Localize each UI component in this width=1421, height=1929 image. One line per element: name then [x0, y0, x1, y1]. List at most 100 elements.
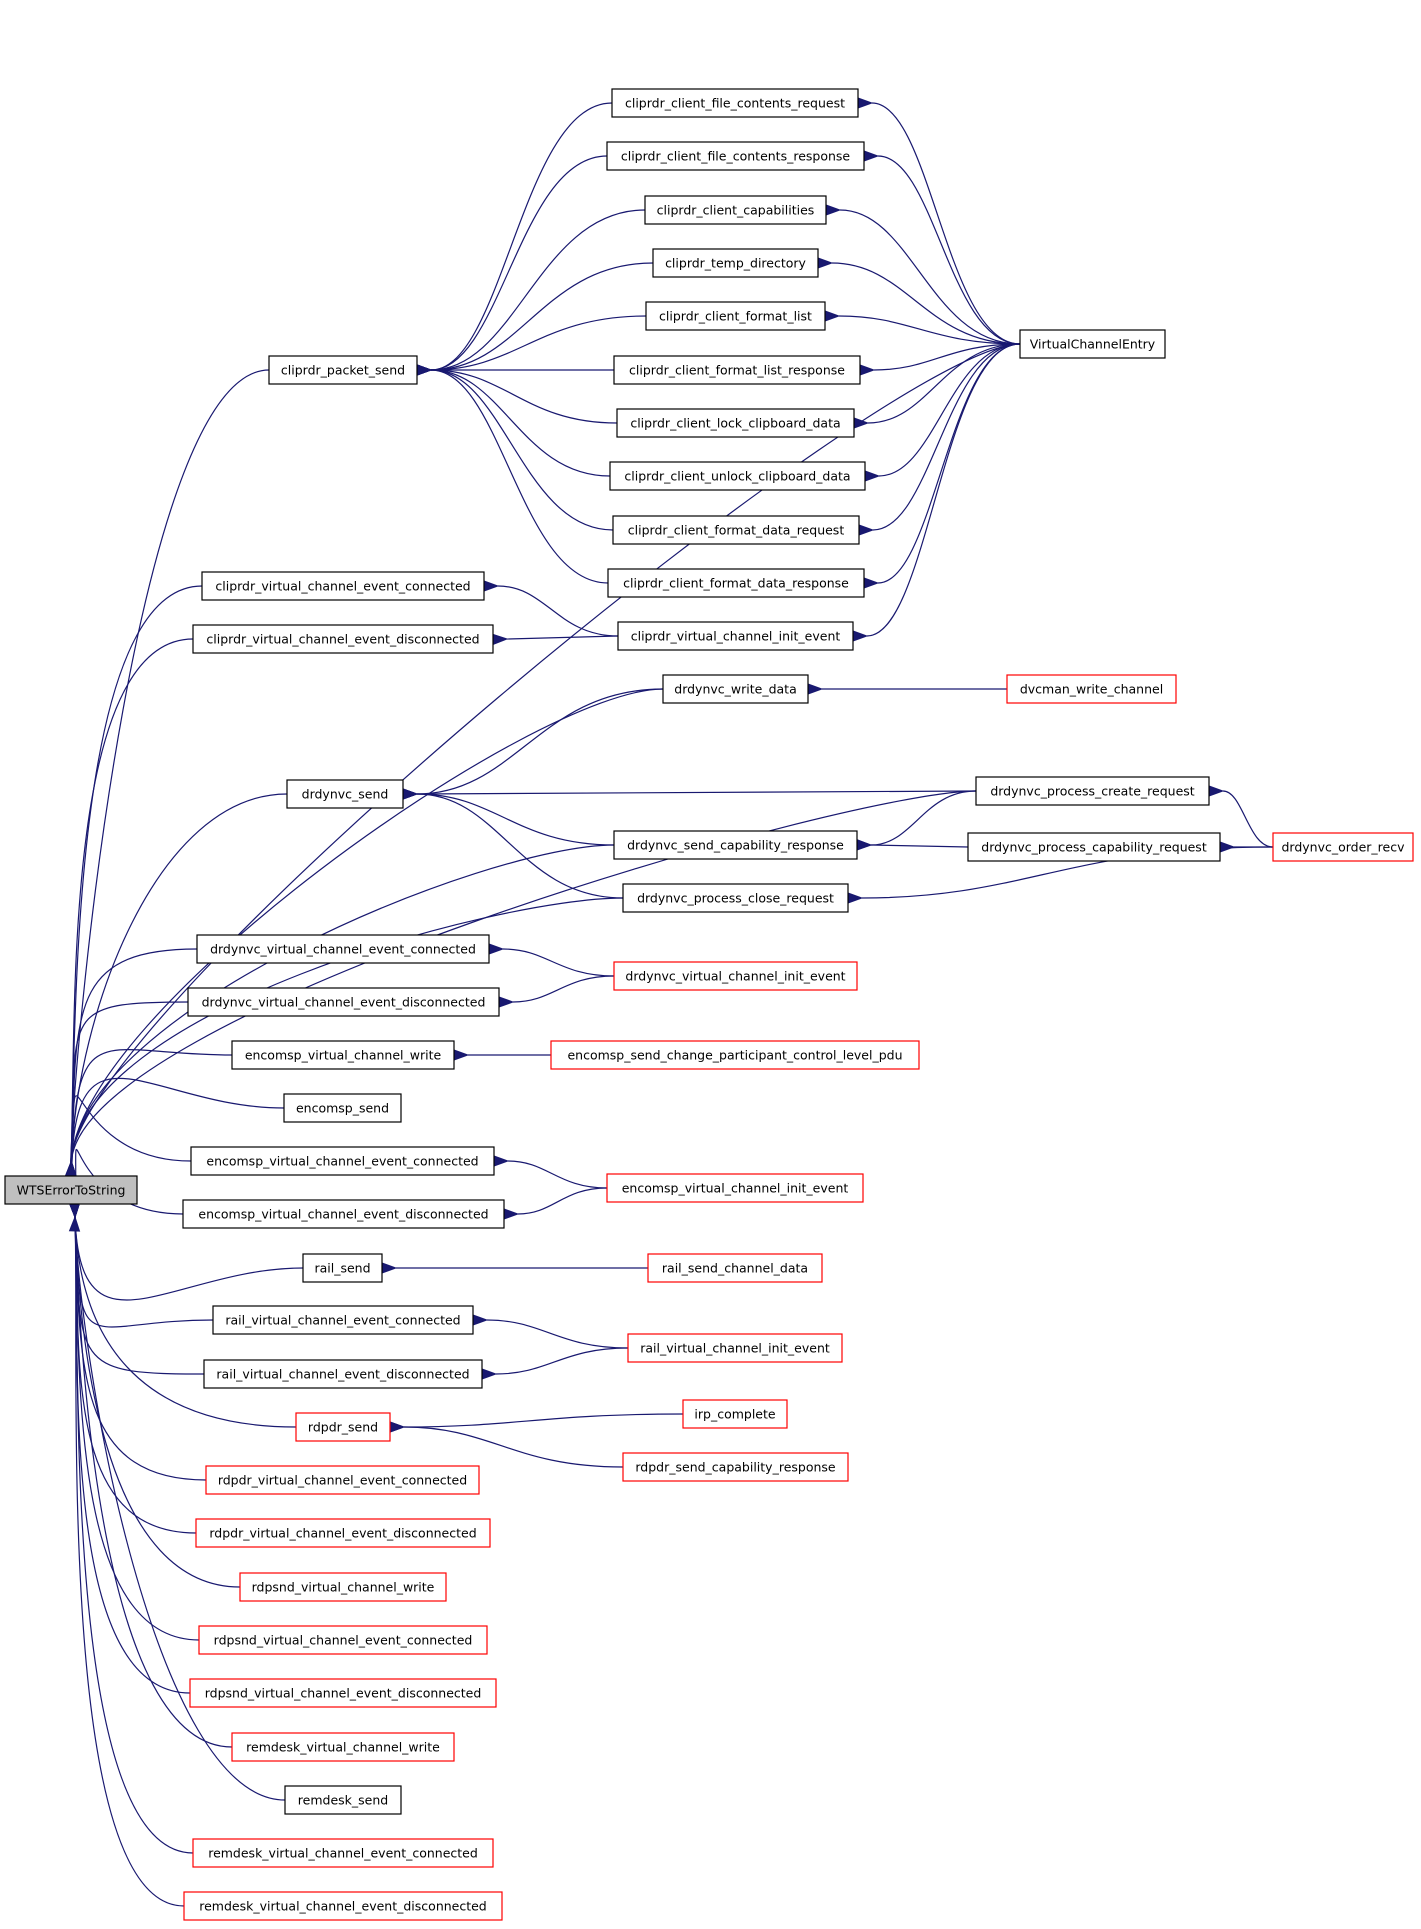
- edge-remdisc-to-root: [75, 1217, 185, 1907]
- node-dvcinit[interactable]: drdynvc_virtual_channel_init_event: [613, 961, 858, 991]
- node-fdreq[interactable]: cliprdr_client_format_data_request: [612, 515, 860, 545]
- node-label: rdpdr_send: [308, 1420, 378, 1435]
- edge-lockcb-to-cpsend: [431, 370, 618, 424]
- node-box: [975, 776, 1210, 806]
- edge-dsend-to-root: [71, 793, 288, 1163]
- edge-fmtlist-to-cpsend: [431, 315, 647, 370]
- edge-rvcinit-to-rvcconn: [487, 1320, 629, 1349]
- node-label: rail_virtual_channel_event_connected: [225, 1313, 460, 1328]
- node-caps[interactable]: cliprdr_client_capabilities: [644, 195, 827, 225]
- node-unlockcb[interactable]: cliprdr_client_unlock_clipboard_data: [609, 461, 866, 491]
- node-label: rail_send_channel_data: [662, 1261, 808, 1276]
- node-box: [617, 621, 854, 651]
- edge-cvcinit-to-cvcdisc: [507, 636, 619, 639]
- edge-fcreq-to-cpsend: [431, 102, 613, 370]
- node-box: [611, 88, 859, 118]
- node-evcconn[interactable]: encomsp_virtual_channel_event_connected: [190, 1146, 495, 1176]
- node-box: [268, 355, 418, 385]
- edge-vce-to-cvcinit: [867, 343, 1021, 636]
- node-sndwrite[interactable]: rdpsnd_virtual_channel_write: [239, 1572, 447, 1602]
- edge-rvcinit-to-rvcdisc: [496, 1347, 629, 1374]
- edge-fdresp-to-cpsend: [431, 370, 609, 584]
- node-box: [662, 674, 809, 704]
- edge-remsend-to-root: [75, 1217, 286, 1801]
- node-dpclose[interactable]: drdynvc_process_close_request: [622, 883, 849, 913]
- node-dorder[interactable]: drdynvc_order_recv: [1272, 832, 1414, 862]
- node-remconn[interactable]: remdesk_virtual_channel_event_connected: [192, 1838, 494, 1868]
- node-root[interactable]: WTSErrorToString: [4, 1175, 138, 1205]
- node-evcdisc[interactable]: encomsp_virtual_channel_event_disconnect…: [182, 1199, 505, 1229]
- node-remdisc[interactable]: remdesk_virtual_channel_event_disconnect…: [183, 1891, 503, 1921]
- edge-evcwrite-to-root: [72, 1048, 233, 1163]
- node-box: [613, 355, 861, 385]
- edge-snddisc-to-root: [75, 1217, 191, 1694]
- node-label: cliprdr_temp_directory: [665, 256, 806, 271]
- node-rvcconn[interactable]: rail_virtual_channel_event_connected: [212, 1305, 474, 1335]
- node-box: [190, 1146, 495, 1176]
- node-label: rdpdr_virtual_channel_event_disconnected: [209, 1526, 476, 1541]
- node-evcwrite[interactable]: encomsp_virtual_channel_write: [231, 1040, 455, 1070]
- node-echange[interactable]: encomsp_send_change_participant_control_…: [550, 1040, 920, 1070]
- node-label: cliprdr_client_file_contents_response: [621, 149, 851, 164]
- node-dvcconn[interactable]: drdynvc_virtual_channel_event_connected: [196, 934, 490, 964]
- node-box: [647, 1253, 823, 1283]
- edge-vce-to-fcresp: [878, 156, 1021, 345]
- node-rdvcconn[interactable]: rdpdr_virtual_channel_event_connected: [205, 1465, 480, 1495]
- edge-dpclose-to-dsend: [417, 794, 624, 899]
- node-fmtlistr[interactable]: cliprdr_client_format_list_response: [613, 355, 861, 385]
- node-box: [295, 1412, 391, 1442]
- node-label: remdesk_virtual_channel_event_disconnect…: [199, 1899, 487, 1914]
- node-rdsend[interactable]: rdpdr_send: [295, 1412, 391, 1442]
- node-label: irp_complete: [694, 1407, 775, 1422]
- edge-rvcdisc-to-root: [75, 1217, 205, 1375]
- node-vce[interactable]: VirtualChannelEntry: [1019, 329, 1166, 359]
- node-box: [606, 141, 865, 171]
- node-dcapresp[interactable]: drdynvc_send_capability_response: [613, 830, 858, 860]
- edge-vce-to-fmtlist: [839, 316, 1021, 345]
- node-rvcdisc[interactable]: rail_virtual_channel_event_disconnected: [203, 1359, 483, 1389]
- edge-vce-to-unlockcb: [879, 343, 1021, 476]
- node-label: encomsp_send_change_participant_control_…: [567, 1048, 902, 1063]
- node-box: [606, 1173, 864, 1203]
- node-remwrite[interactable]: remdesk_virtual_channel_write: [231, 1732, 455, 1762]
- node-tmpdir[interactable]: cliprdr_temp_directory: [652, 248, 819, 278]
- node-lockcb[interactable]: cliprdr_client_lock_clipboard_data: [616, 408, 855, 438]
- node-label: rdpsnd_virtual_channel_event_connected: [214, 1633, 473, 1648]
- node-rvcinit[interactable]: rail_virtual_channel_init_event: [627, 1333, 843, 1363]
- node-cpsend[interactable]: cliprdr_packet_send: [268, 355, 418, 385]
- node-fdresp[interactable]: cliprdr_client_format_data_response: [607, 568, 865, 598]
- node-fcresp[interactable]: cliprdr_client_file_contents_response: [606, 141, 865, 171]
- edge-evcinit-to-evcdisc: [518, 1187, 608, 1214]
- node-cvcdisc[interactable]: cliprdr_virtual_channel_event_disconnect…: [192, 624, 494, 654]
- node-cvcconn[interactable]: cliprdr_virtual_channel_event_connected: [201, 571, 485, 601]
- node-rsend[interactable]: rail_send: [302, 1253, 383, 1283]
- node-evcinit[interactable]: encomsp_virtual_channel_init_event: [606, 1173, 864, 1203]
- node-label: cliprdr_packet_send: [281, 363, 405, 378]
- node-remsend[interactable]: remdesk_send: [284, 1785, 402, 1815]
- node-esend[interactable]: encomsp_send: [283, 1093, 402, 1123]
- node-rsendcd[interactable]: rail_send_channel_data: [647, 1253, 823, 1283]
- node-label: rdpdr_virtual_channel_event_connected: [218, 1473, 467, 1488]
- node-sndconn[interactable]: rdpsnd_virtual_channel_event_connected: [198, 1625, 488, 1655]
- node-fmtlist[interactable]: cliprdr_client_format_list: [645, 301, 826, 331]
- edge-vce-to-fdresp: [878, 343, 1021, 583]
- node-cvcinit[interactable]: cliprdr_virtual_channel_init_event: [617, 621, 854, 651]
- node-dwrite[interactable]: drdynvc_write_data: [662, 674, 809, 704]
- node-rdcapresp[interactable]: rdpdr_send_capability_response: [622, 1452, 849, 1482]
- node-box: [286, 779, 404, 809]
- node-rdvcdisc[interactable]: rdpdr_virtual_channel_event_disconnected: [195, 1518, 491, 1548]
- node-dvcdisc[interactable]: drdynvc_virtual_channel_event_disconnect…: [187, 987, 500, 1017]
- node-label: encomsp_virtual_channel_write: [245, 1048, 442, 1063]
- node-box: [645, 301, 826, 331]
- node-dvcman[interactable]: dvcman_write_channel: [1006, 674, 1177, 704]
- node-dsend[interactable]: drdynvc_send: [286, 779, 404, 809]
- node-dpcreate[interactable]: drdynvc_process_create_request: [975, 776, 1210, 806]
- node-box: [231, 1732, 455, 1762]
- edge-rdcapresp-to-rdsend: [404, 1427, 624, 1468]
- node-snddisc[interactable]: rdpsnd_virtual_channel_event_disconnecte…: [189, 1678, 497, 1708]
- node-fcreq[interactable]: cliprdr_client_file_contents_request: [611, 88, 859, 118]
- edge-dvcinit-to-dvcdisc: [513, 975, 615, 1002]
- node-dpcapreq[interactable]: drdynvc_process_capability_request: [967, 832, 1221, 862]
- node-irp[interactable]: irp_complete: [682, 1399, 788, 1429]
- node-box: [239, 1572, 447, 1602]
